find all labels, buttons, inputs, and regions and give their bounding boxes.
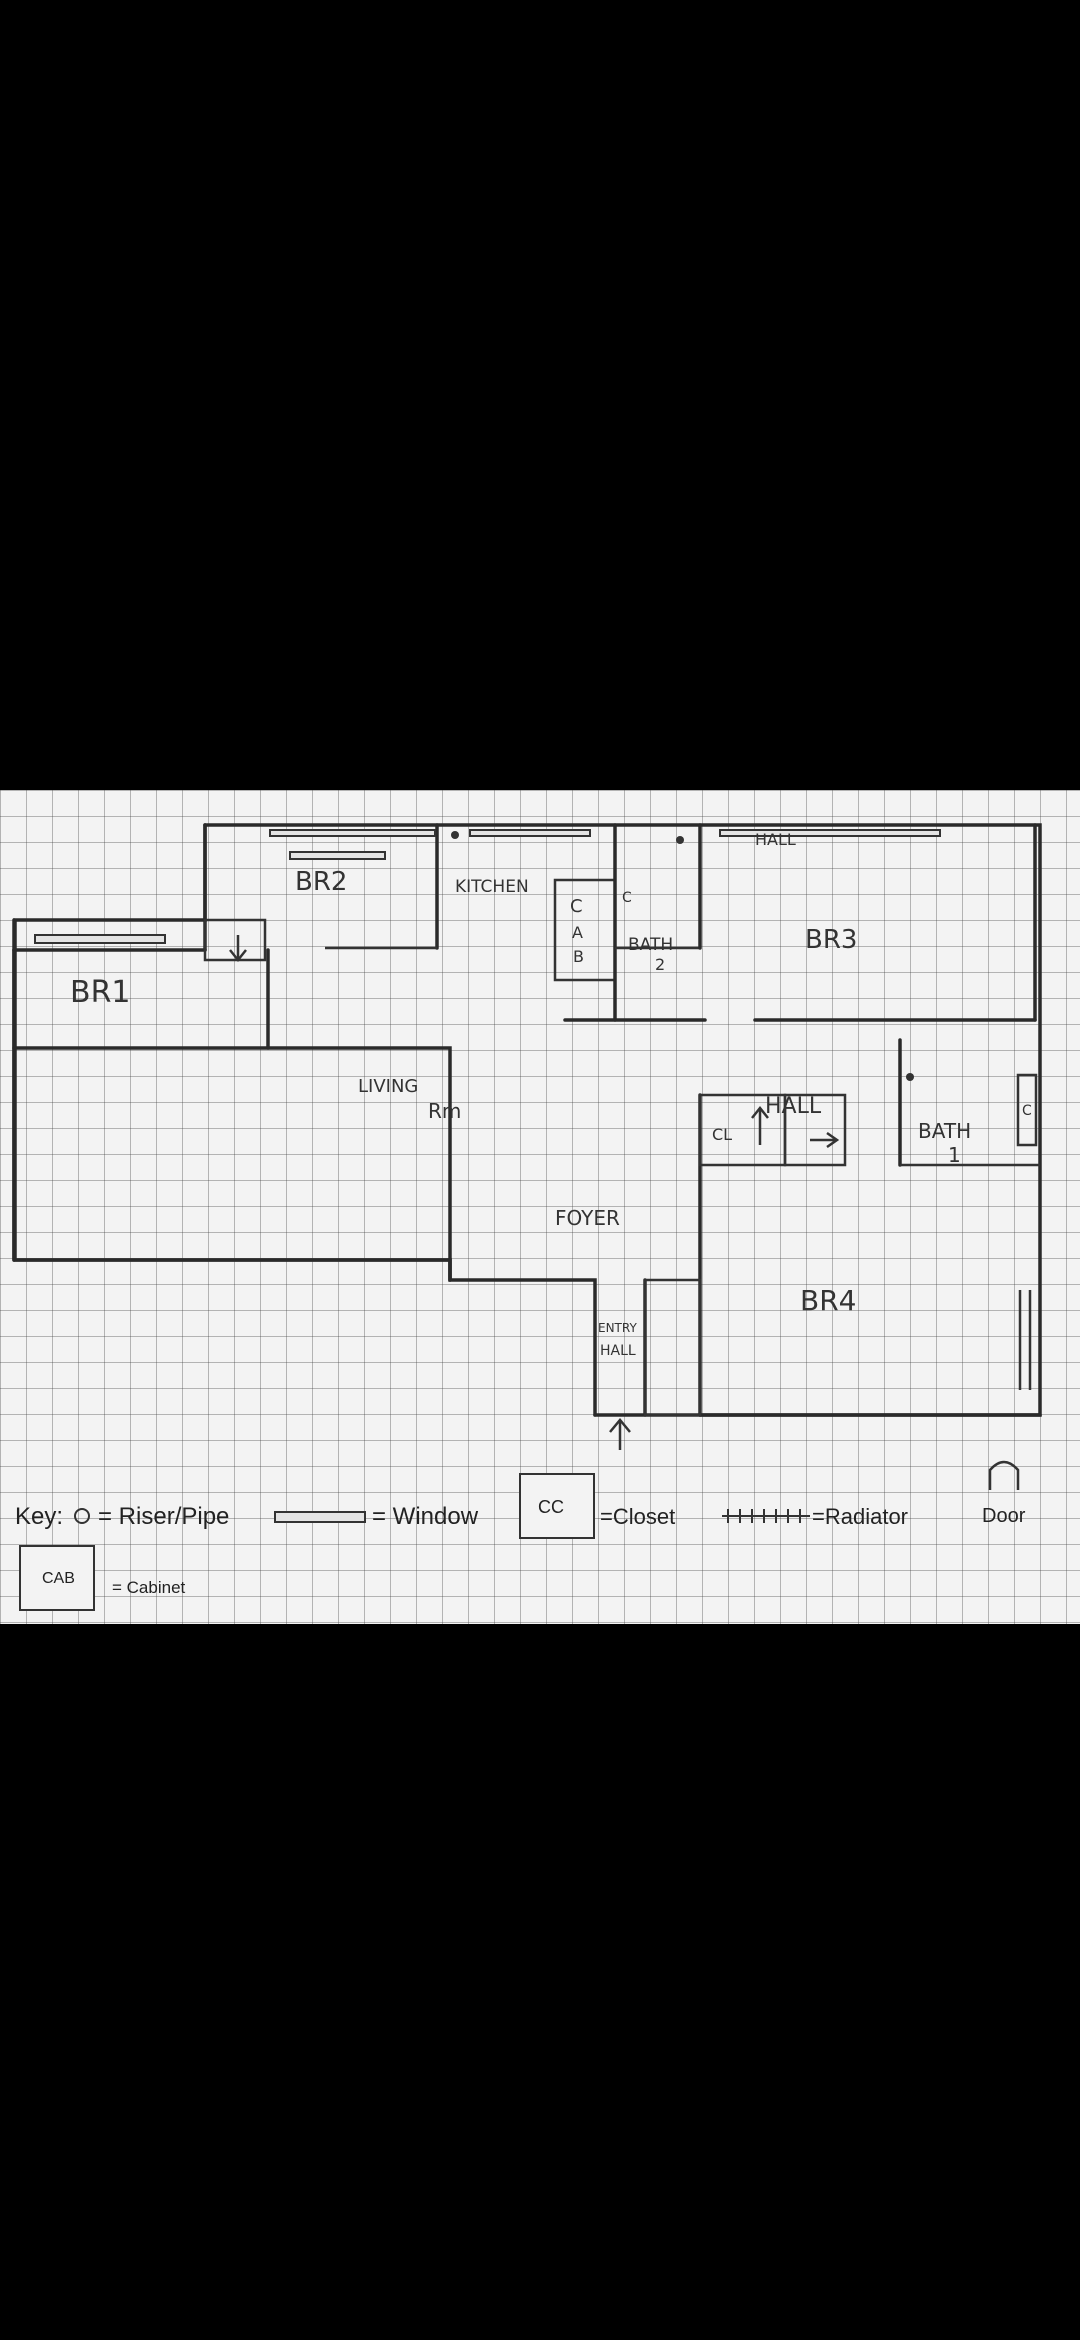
closet-letter-c2: C (1022, 1103, 1032, 1119)
room-label-br2: BR2 (295, 867, 347, 897)
entry-arrow (609, 1418, 631, 1450)
legend-radiator: =Radiator (812, 1504, 908, 1529)
cabinet-letter-c: C (570, 896, 583, 917)
cabinet-symbol-icon (19, 1545, 95, 1611)
room-label-bath1: BATH (918, 1119, 971, 1143)
cabinet-letter-a: A (572, 923, 583, 942)
legend-door: Door (982, 1505, 1026, 1527)
legend-window: = Window (372, 1503, 479, 1530)
legend: Key: = Riser/Pipe = Window CC =Closet =R… (15, 1460, 1026, 1611)
interior-walls (203, 823, 1040, 1417)
room-label-br4: BR4 (800, 1284, 856, 1317)
floor-plan-drawing: BR1 BR2 BR3 BR4 KITCHEN LIVING Rm BATH 1… (12, 823, 1042, 1450)
riser-symbol-icon (74, 1508, 90, 1524)
room-label-bath2-num: 2 (655, 955, 665, 974)
floor-plan-sheet: BR1 BR2 BR3 BR4 KITCHEN LIVING Rm BATH 1… (0, 790, 1080, 1624)
room-label-entry: ENTRY (598, 1321, 637, 1335)
closet-arrows (229, 935, 840, 1149)
risers (451, 831, 914, 1081)
room-label-br1: BR1 (70, 975, 131, 1010)
legend-riser: = Riser/Pipe (98, 1503, 229, 1530)
legend-closet-box: CC (538, 1497, 564, 1517)
outer-walls (12, 823, 1042, 1417)
room-label-living: LIVING (358, 1076, 418, 1097)
room-label-kitchen: KITCHEN (455, 877, 529, 897)
legend-cabinet-box: CAB (42, 1570, 75, 1587)
door-symbol-icon (988, 1460, 1020, 1490)
closet-letter-c: C (622, 890, 632, 906)
radiator-symbol-icon (722, 1509, 810, 1523)
windows (34, 829, 941, 944)
room-label-living-rm: Rm (428, 1099, 461, 1123)
room-label-bath2: BATH (628, 935, 673, 955)
legend-closet: =Closet (600, 1504, 675, 1529)
room-label-hall: HALL (765, 1094, 822, 1119)
room-label-br3: BR3 (805, 925, 857, 955)
closet-label-cl: CL (712, 1125, 732, 1144)
room-label-foyer: FOYER (555, 1206, 620, 1230)
legend-cabinet: = Cabinet (112, 1578, 186, 1597)
room-label-bath1-num: 1 (948, 1143, 961, 1167)
cabinet-letter-b: B (573, 947, 584, 966)
legend-title: Key: (15, 1503, 63, 1530)
window-symbol-icon (274, 1511, 366, 1523)
room-label-hall-top: HALL (755, 830, 796, 849)
radiators (1018, 1290, 1032, 1390)
closet-symbol-icon (519, 1473, 595, 1539)
room-label-entry-hall: HALL (600, 1343, 636, 1359)
